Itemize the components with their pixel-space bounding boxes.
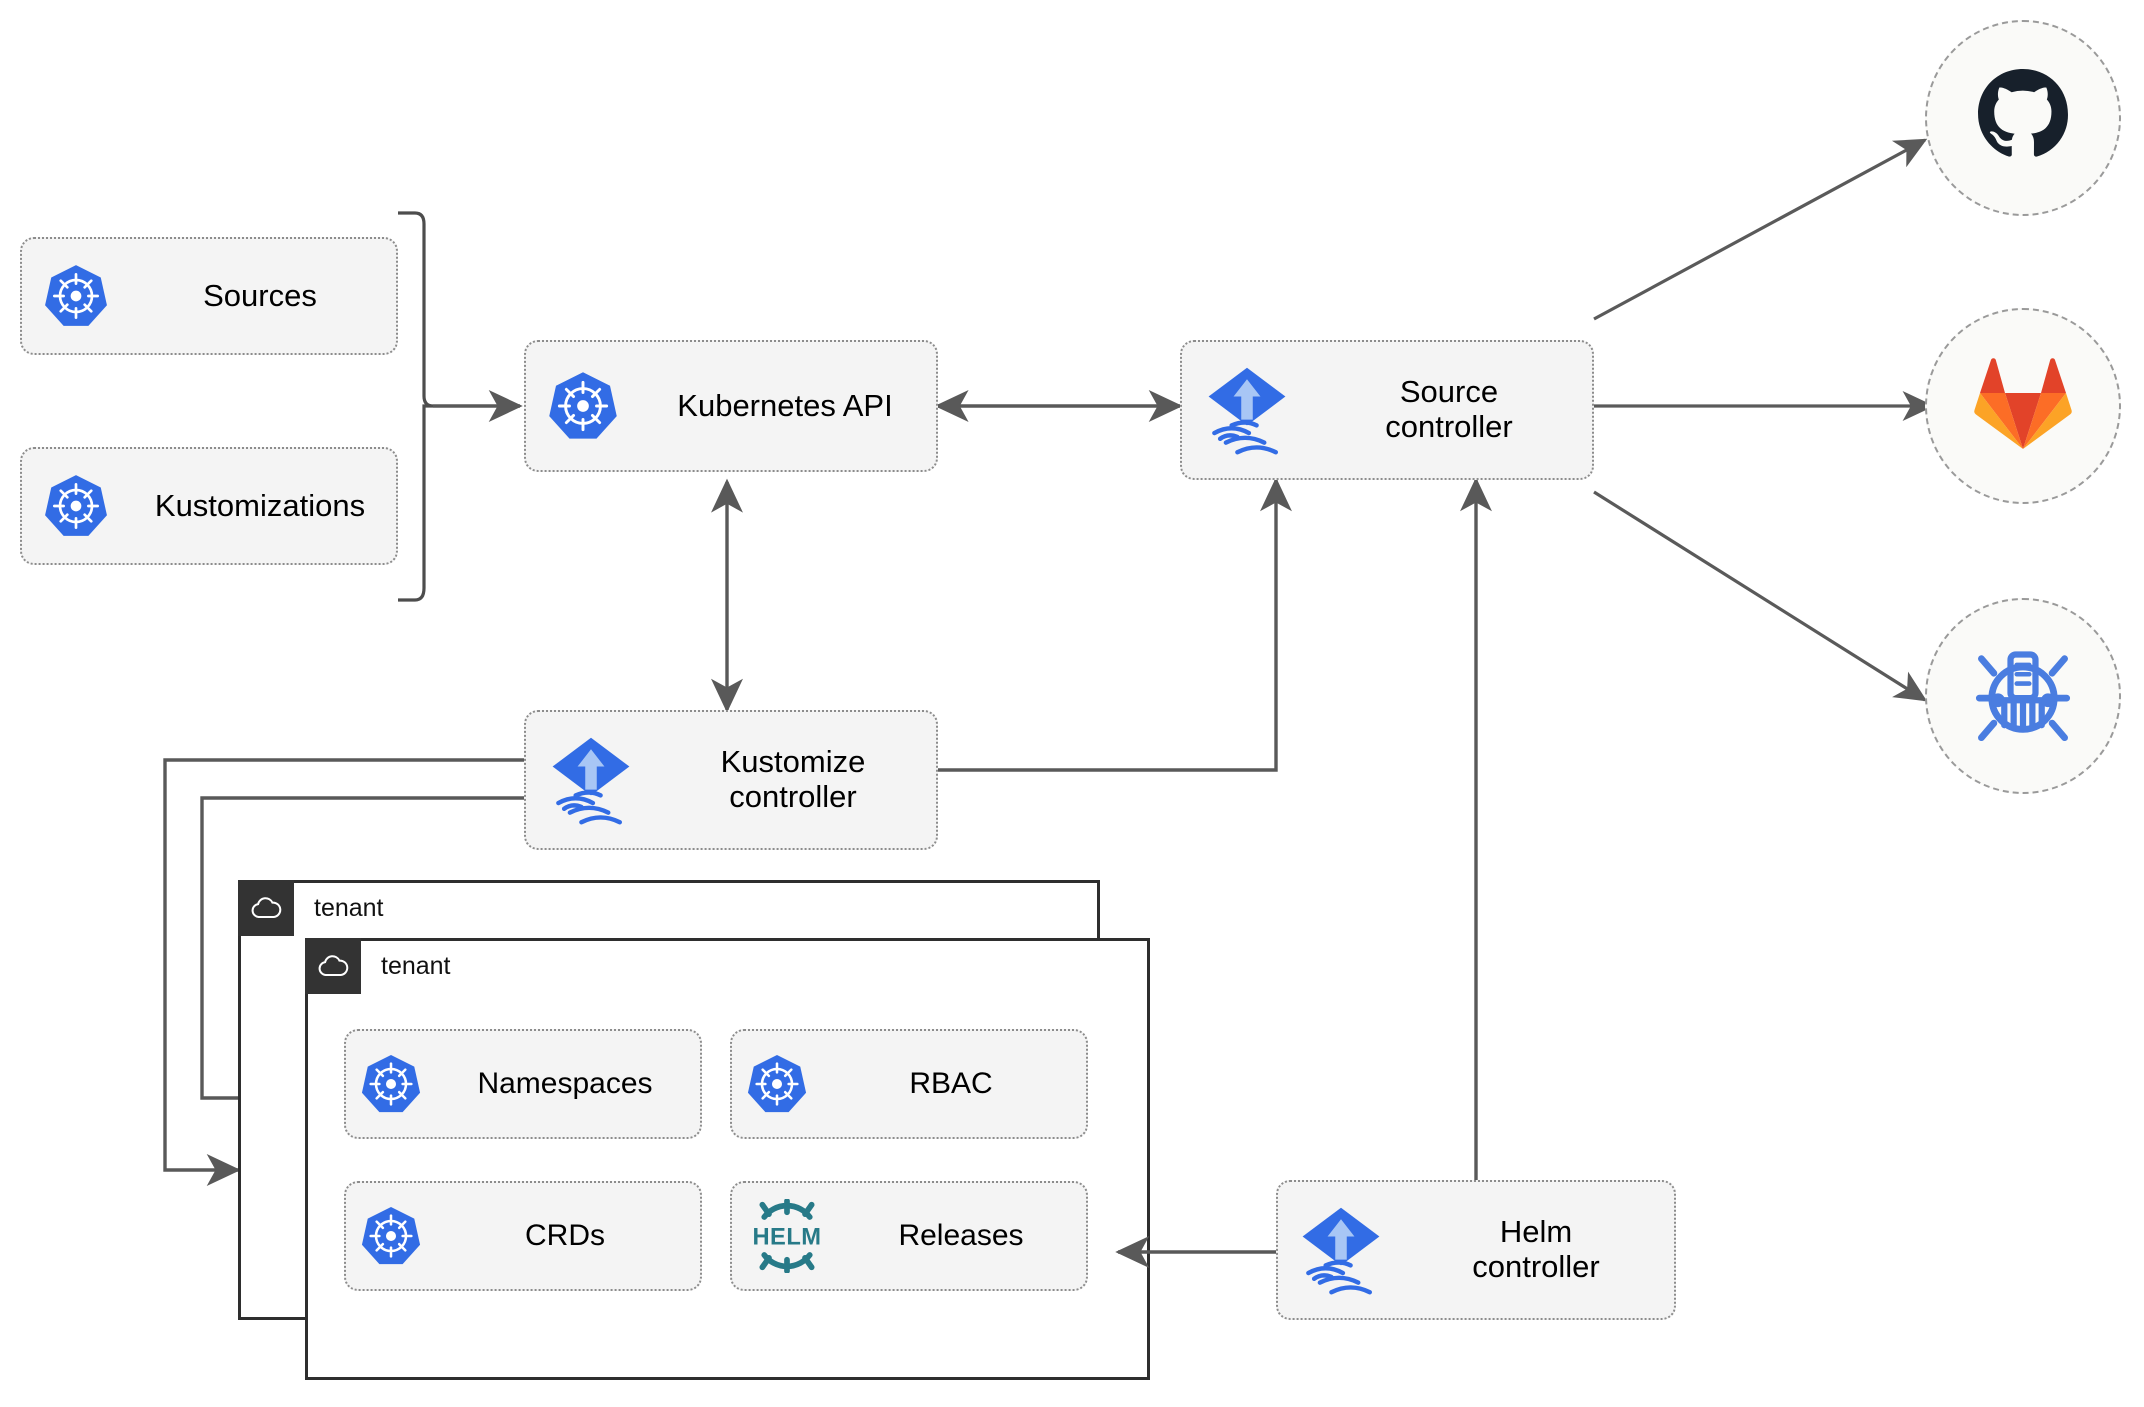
node-namespaces[interactable]: Namespaces bbox=[344, 1029, 702, 1139]
node-label: CRDs bbox=[525, 1219, 605, 1253]
tenant-front-titlebar: tenant bbox=[305, 938, 451, 994]
kubernetes-icon bbox=[22, 263, 130, 329]
node-label: Helm controller bbox=[1472, 1214, 1600, 1284]
tenant-name: tenant bbox=[381, 951, 451, 980]
kubernetes-icon bbox=[732, 1053, 822, 1115]
provider-gitlab[interactable] bbox=[1925, 308, 2121, 504]
node-label: Source controller bbox=[1385, 374, 1513, 444]
node-label: Kustomizations bbox=[154, 487, 366, 523]
node-label: Namespaces bbox=[477, 1067, 653, 1101]
github-icon bbox=[1974, 67, 2072, 170]
svg-text:HELM: HELM bbox=[752, 1225, 821, 1251]
node-releases[interactable]: HELM Releases bbox=[730, 1181, 1088, 1291]
flux-icon bbox=[526, 732, 656, 828]
node-label: Releases bbox=[898, 1219, 1024, 1253]
node-kustomize-controller[interactable]: Kustomize controller bbox=[524, 710, 938, 850]
kubernetes-icon bbox=[22, 473, 130, 539]
tenant-name: tenant bbox=[314, 893, 384, 922]
flux-icon bbox=[1278, 1202, 1404, 1298]
node-helm-controller[interactable]: Helm controller bbox=[1276, 1180, 1676, 1320]
provider-harbor[interactable] bbox=[1925, 598, 2121, 794]
node-sources[interactable]: Sources bbox=[20, 237, 398, 355]
node-label: Kubernetes API bbox=[677, 387, 893, 423]
node-source-controller[interactable]: Source controller bbox=[1180, 340, 1594, 480]
node-kubernetes-api[interactable]: Kubernetes API bbox=[524, 340, 938, 472]
provider-github[interactable] bbox=[1925, 20, 2121, 216]
node-rbac[interactable]: RBAC bbox=[730, 1029, 1088, 1139]
kubernetes-icon bbox=[526, 370, 640, 442]
node-label: Sources bbox=[203, 277, 317, 313]
gitlab-icon bbox=[1973, 357, 2073, 456]
kubernetes-icon bbox=[346, 1053, 436, 1115]
kubernetes-icon bbox=[346, 1205, 436, 1267]
node-kustomizations[interactable]: Kustomizations bbox=[20, 447, 398, 565]
tenant-back-titlebar: tenant bbox=[238, 880, 384, 936]
node-label: RBAC bbox=[909, 1067, 993, 1101]
harbor-icon bbox=[1971, 642, 2075, 751]
node-crds[interactable]: CRDs bbox=[344, 1181, 702, 1291]
helm-icon: HELM bbox=[732, 1199, 842, 1273]
node-label: Kustomize controller bbox=[720, 744, 866, 814]
flux-icon bbox=[1182, 362, 1312, 458]
cloud-icon bbox=[238, 880, 294, 936]
cloud-icon bbox=[305, 938, 361, 994]
tenant-front-window[interactable]: tenant Namespaces bbox=[305, 938, 1150, 1380]
